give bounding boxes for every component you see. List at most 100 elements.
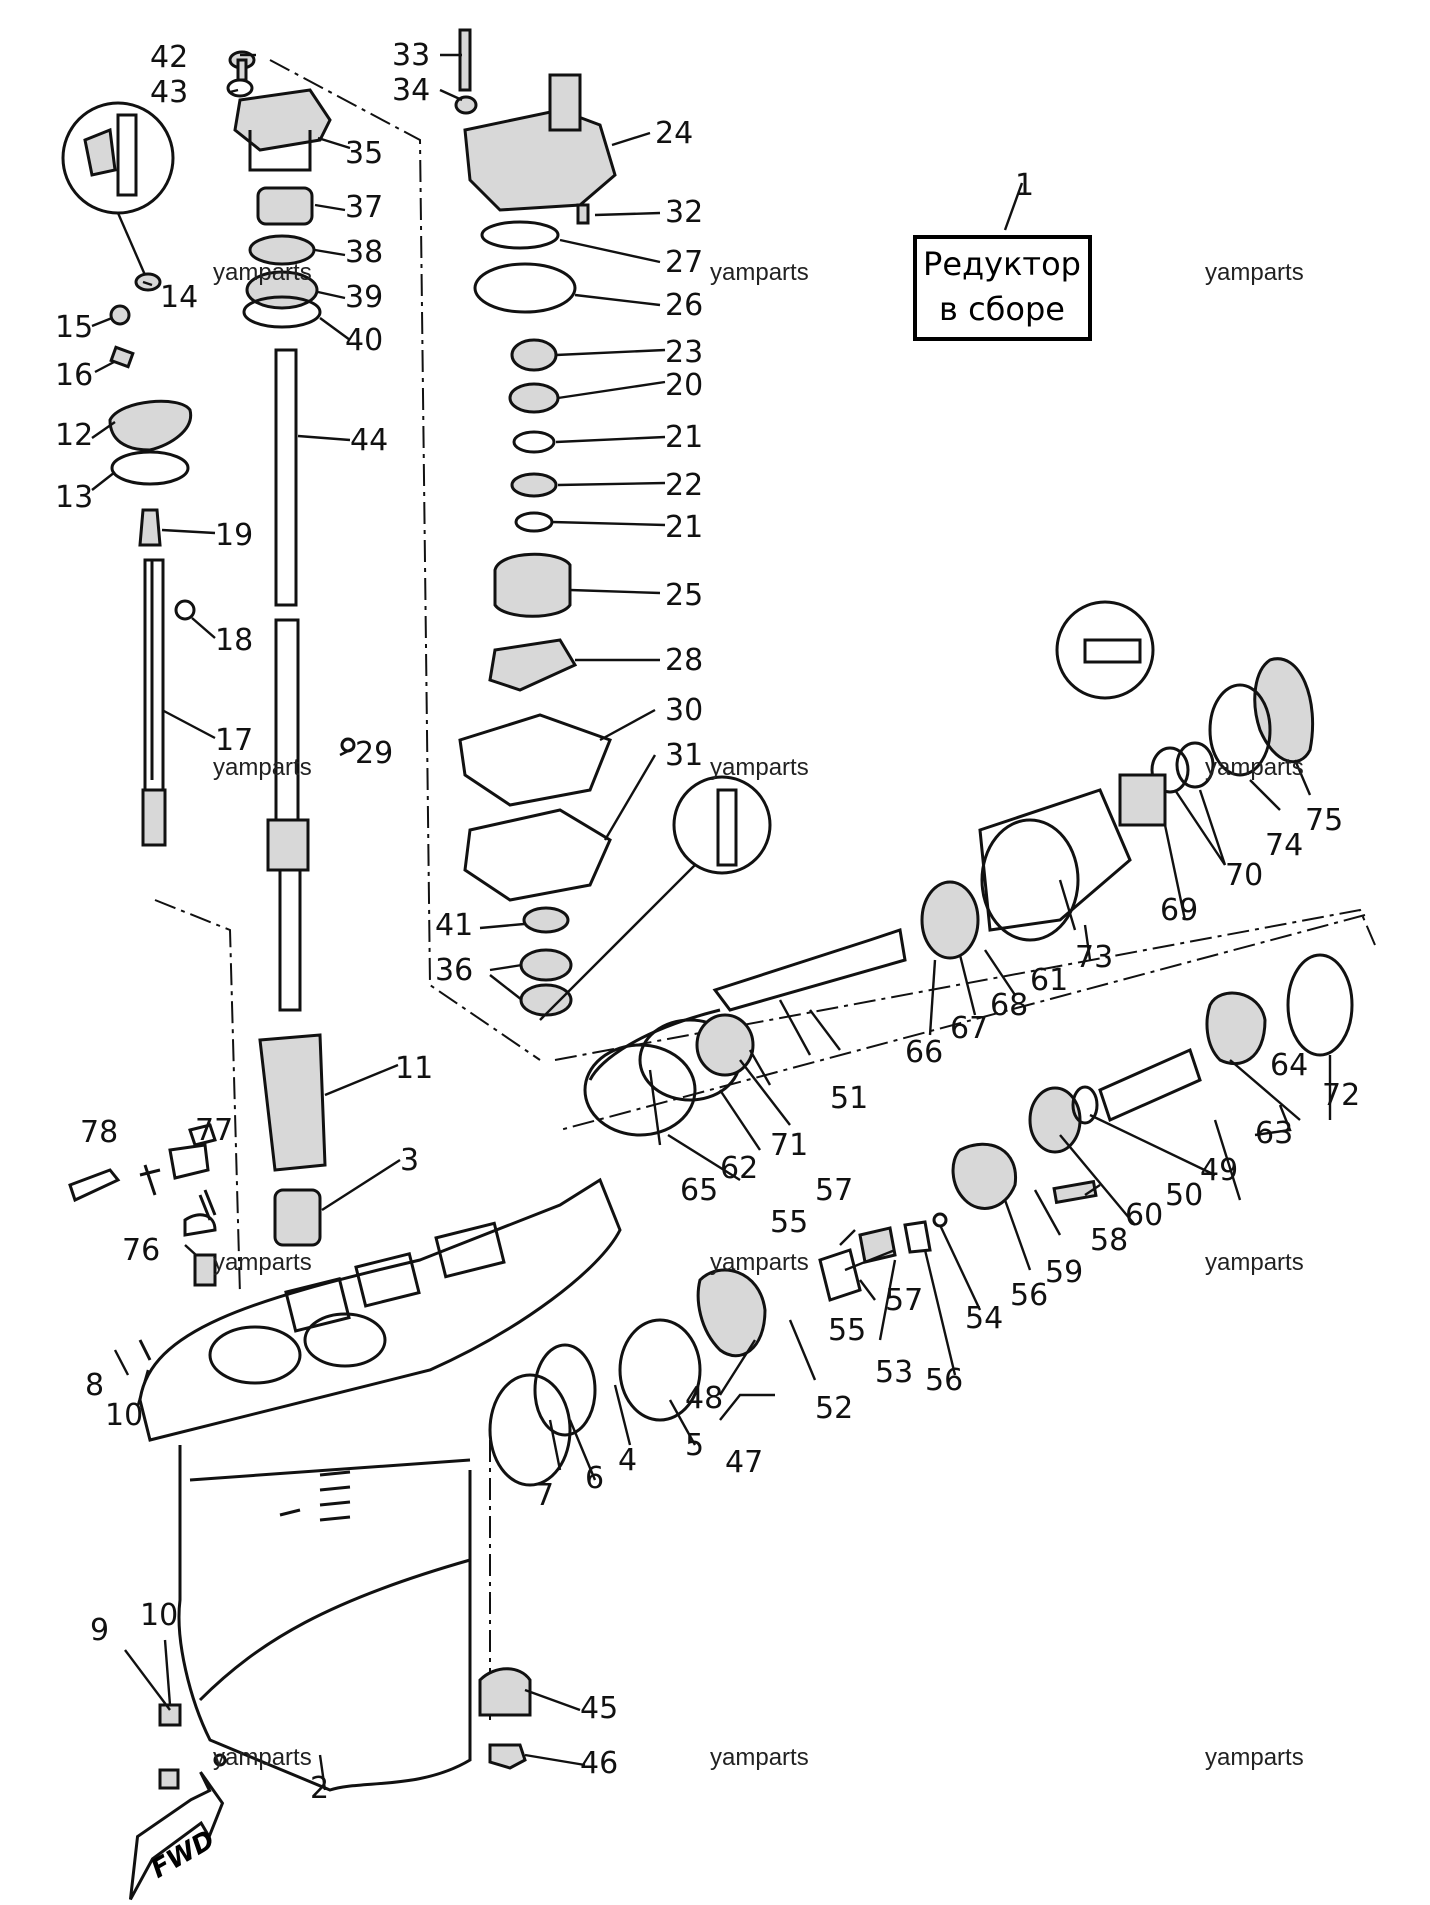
callout-26: 26 <box>665 288 703 323</box>
callout-52: 52 <box>815 1391 853 1426</box>
callout-21a: 21 <box>665 420 703 455</box>
callout-71: 71 <box>770 1128 808 1163</box>
callout-39: 39 <box>345 280 383 315</box>
callout-10b: 10 <box>140 1598 178 1633</box>
callout-47: 47 <box>725 1445 763 1480</box>
part-callouts: 42 43 35 37 38 39 40 44 33 34 24 32 27 2… <box>55 38 1360 1806</box>
callout-55b: 55 <box>828 1313 866 1348</box>
callout-65: 65 <box>680 1173 718 1208</box>
propeller-shaft-parts <box>68 600 1354 1790</box>
watermark: yamparts <box>213 1744 312 1771</box>
watermark: yamparts <box>213 754 312 781</box>
callout-41: 41 <box>435 908 473 943</box>
callout-56b: 56 <box>1010 1278 1048 1313</box>
callout-57b: 57 <box>885 1283 923 1318</box>
callout-74: 74 <box>1265 828 1303 863</box>
callout-30: 30 <box>665 693 703 728</box>
callout-75: 75 <box>1305 803 1343 838</box>
callout-45: 45 <box>580 1691 618 1726</box>
callout-22: 22 <box>665 468 703 503</box>
lower-casing <box>138 1177 622 1792</box>
callout-24: 24 <box>655 116 693 151</box>
callout-9: 9 <box>90 1613 109 1648</box>
callout-77: 77 <box>195 1113 233 1148</box>
watermarks: yamparts yamparts yamparts yamparts yamp… <box>213 259 1304 1771</box>
callout-13: 13 <box>55 480 93 515</box>
callout-15: 15 <box>55 310 93 345</box>
callout-76: 76 <box>122 1233 160 1268</box>
callout-50: 50 <box>1165 1178 1203 1213</box>
callout-69: 69 <box>1160 893 1198 928</box>
watermark: yamparts <box>710 259 809 286</box>
watermark: yamparts <box>1205 259 1304 286</box>
callout-59: 59 <box>1045 1255 1083 1290</box>
callout-18: 18 <box>215 623 253 658</box>
callout-21b: 21 <box>665 510 703 545</box>
callout-2: 2 <box>310 1771 329 1806</box>
callout-6: 6 <box>585 1461 604 1496</box>
callout-56a: 56 <box>925 1363 963 1398</box>
callout-60: 60 <box>1125 1198 1163 1233</box>
callout-53: 53 <box>875 1355 913 1390</box>
watermark: yamparts <box>710 1249 809 1276</box>
watermark: yamparts <box>710 1744 809 1771</box>
callout-70: 70 <box>1225 858 1263 893</box>
callout-64: 64 <box>1270 1048 1308 1083</box>
callout-32: 32 <box>665 195 703 230</box>
callout-4: 4 <box>618 1443 637 1478</box>
callout-43: 43 <box>150 75 188 110</box>
callout-27: 27 <box>665 245 703 280</box>
assembly-title-line2: в сборе <box>939 290 1065 328</box>
callout-8: 8 <box>85 1368 104 1403</box>
callout-40: 40 <box>345 323 383 358</box>
watermark: yamparts <box>710 754 809 781</box>
callout-54: 54 <box>965 1301 1003 1336</box>
callout-34: 34 <box>392 73 430 108</box>
callout-67: 67 <box>950 1011 988 1046</box>
water-pump-parts <box>454 28 772 1017</box>
callout-1: 1 <box>1015 168 1034 203</box>
callout-23: 23 <box>665 335 703 370</box>
callout-44: 44 <box>350 423 388 458</box>
callout-42: 42 <box>150 40 188 75</box>
callout-11: 11 <box>395 1051 433 1086</box>
callout-58: 58 <box>1090 1223 1128 1258</box>
callout-57a: 57 <box>815 1173 853 1208</box>
watermark: yamparts <box>1205 1249 1304 1276</box>
callout-10a: 10 <box>105 1398 143 1433</box>
callout-16: 16 <box>55 358 93 393</box>
callout-25: 25 <box>665 578 703 613</box>
callout-46: 46 <box>580 1746 618 1781</box>
callout-5: 5 <box>685 1428 704 1463</box>
leader-lines <box>91 53 1332 1791</box>
callout-62: 62 <box>720 1151 758 1186</box>
callout-31: 31 <box>665 738 703 773</box>
callout-35: 35 <box>345 136 383 171</box>
drive-shaft-parts <box>226 50 356 1247</box>
callout-63: 63 <box>1255 1116 1293 1151</box>
callout-51: 51 <box>830 1081 868 1116</box>
callout-17: 17 <box>215 723 253 758</box>
callout-33: 33 <box>392 38 430 73</box>
callout-55a: 55 <box>770 1205 808 1240</box>
fwd-arrow-label: FWD <box>146 1825 220 1885</box>
assembly-title-line1: Редуктор <box>923 245 1081 283</box>
callout-37: 37 <box>345 190 383 225</box>
callout-20: 20 <box>665 368 703 403</box>
callout-48: 48 <box>685 1381 723 1416</box>
assembly-guide-lines <box>154 59 1376 1720</box>
watermark: yamparts <box>213 259 312 286</box>
callout-61: 61 <box>1030 963 1068 998</box>
callout-29: 29 <box>355 736 393 771</box>
shift-rod-parts <box>61 101 196 847</box>
callout-36: 36 <box>435 953 473 988</box>
assembly-title-box: Редуктор в сборе <box>913 235 1092 341</box>
watermark: yamparts <box>213 1249 312 1276</box>
callout-73: 73 <box>1075 940 1113 975</box>
callout-38: 38 <box>345 235 383 270</box>
callout-28: 28 <box>665 643 703 678</box>
callout-66: 66 <box>905 1035 943 1070</box>
callout-68: 68 <box>990 988 1028 1023</box>
callout-72: 72 <box>1322 1078 1360 1113</box>
